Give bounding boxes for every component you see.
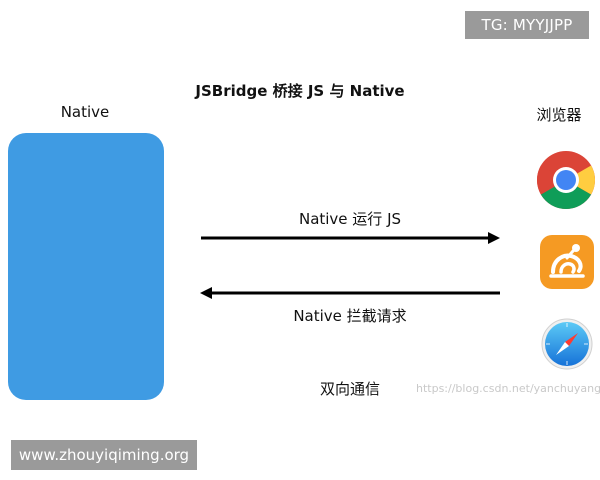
diagram-title: JSBridge 桥接 JS 与 Native <box>195 82 405 100</box>
native-label: Native <box>60 103 110 121</box>
safari-icon <box>541 318 593 370</box>
browser-label: 浏览器 <box>536 106 582 124</box>
native-box <box>8 133 164 400</box>
chrome-icon <box>537 151 595 209</box>
footer-tag: www.zhouyiqiming.org <box>11 440 197 470</box>
source-watermark: https://blog.csdn.net/yanchuyangtong <box>416 382 600 395</box>
header-tag: TG: MYYJJPP <box>465 11 589 39</box>
backward-arrow <box>200 287 500 299</box>
backward-arrow-label: Native 拦截请求 <box>293 307 407 325</box>
bidirectional-label: 双向通信 <box>319 380 380 398</box>
uc-browser-icon <box>540 235 594 289</box>
forward-arrow-label: Native 运行 JS <box>298 210 402 228</box>
forward-arrow <box>201 232 500 244</box>
